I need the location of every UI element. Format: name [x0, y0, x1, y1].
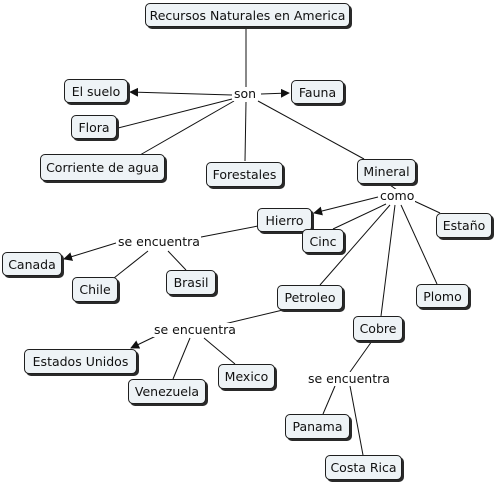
link-label-se-encuentra-hierro: se encuentra — [117, 234, 201, 249]
node-brasil[interactable]: Brasil — [166, 270, 216, 295]
link-label-son: son — [233, 86, 258, 101]
connector-se-mexico — [203, 337, 236, 365]
node-el-suelo[interactable]: El suelo — [64, 79, 128, 103]
connector-se-chile — [113, 250, 149, 279]
connector-se-panama — [322, 385, 336, 415]
link-label-como: como — [379, 188, 416, 203]
node-mexico[interactable]: Mexico — [218, 364, 275, 389]
arrow-como-hierro — [313, 196, 379, 216]
connector-son-flora — [117, 98, 233, 129]
connector-como-plomo — [400, 204, 438, 285]
connector-se-venezuela — [172, 337, 191, 380]
link-label-se-encuentra-cobre: se encuentra — [307, 371, 391, 386]
connector-petroleo-se — [219, 308, 288, 326]
node-costa-rica[interactable]: Costa Rica — [325, 455, 402, 480]
link-label-se-encuentra-petroleo: se encuentra — [153, 322, 237, 337]
connector-como-estano — [411, 199, 441, 214]
node-flora[interactable]: Flora — [71, 115, 117, 139]
connector-como-cinc — [332, 203, 387, 230]
arrow-son-suelo — [129, 87, 233, 97]
node-estano[interactable]: Estaño — [436, 213, 492, 238]
node-cinc[interactable]: Cinc — [302, 229, 344, 253]
node-panama[interactable]: Panama — [285, 414, 350, 439]
node-cobre[interactable]: Cobre — [353, 316, 403, 341]
node-plomo[interactable]: Plomo — [416, 284, 469, 308]
node-chile[interactable]: Chile — [72, 277, 118, 302]
node-hierro[interactable]: Hierro — [257, 208, 312, 232]
connector-son-corriente — [139, 100, 235, 156]
arrow-se-eeuu — [130, 334, 159, 349]
connector-como-cobre — [380, 204, 396, 317]
node-estados-unidos[interactable]: Estados Unidos — [24, 349, 137, 374]
arrow-son-fauna — [260, 88, 290, 98]
connector-son-forestales — [244, 101, 247, 162]
node-corriente-de-agua[interactable]: Corriente de agua — [40, 154, 165, 181]
connector-hierro-se — [195, 225, 259, 239]
connector-cobre-se — [349, 340, 373, 373]
connector-se-brasil — [167, 250, 187, 271]
node-mineral[interactable]: Mineral — [357, 159, 416, 184]
node-venezuela[interactable]: Venezuela — [128, 379, 206, 404]
node-petroleo[interactable]: Petroleo — [277, 285, 343, 310]
node-forestales[interactable]: Forestales — [206, 162, 283, 187]
node-recursos-naturales[interactable]: Recursos Naturales en America — [145, 3, 350, 27]
arrow-se-canada — [63, 242, 117, 261]
node-fauna[interactable]: Fauna — [291, 80, 344, 104]
node-canada[interactable]: Canada — [2, 252, 62, 276]
connector-son-mineral — [257, 100, 365, 160]
connector-como-petroleo — [319, 204, 391, 286]
connector-se-costarica — [349, 385, 364, 456]
